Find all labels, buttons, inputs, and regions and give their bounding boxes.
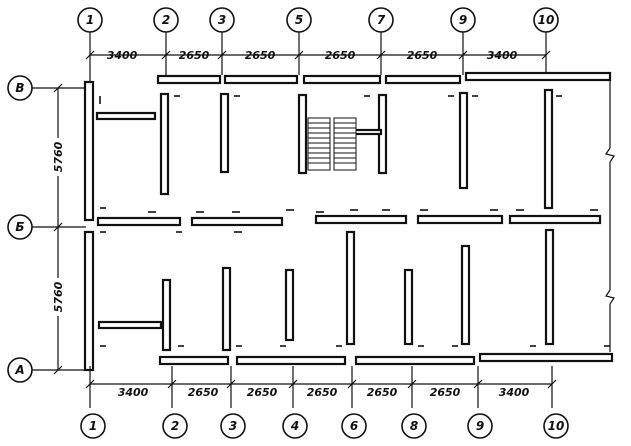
axis-label-top-7: 7: [377, 13, 386, 27]
top-dim-5: 2650: [407, 49, 438, 62]
axis-label-bottom-3: 3: [229, 419, 237, 433]
left-dim-lower: 5760: [52, 281, 65, 312]
top-dim-3: 2650: [245, 49, 276, 62]
axis-bubble-bottom-2: 2: [162, 413, 188, 439]
bottom-axis-markers: 1 2 3 4 6 8 9 10: [80, 413, 569, 439]
axis-bubble-bottom-3: 3: [220, 413, 246, 439]
row-label-v: В: [15, 81, 24, 95]
axis-bubble-top-5: 5: [286, 7, 312, 33]
bottom-dim-6: 2650: [430, 386, 461, 399]
bottom-dimension-line: 3400 2650 2650 2650 2650 2650 3400: [85, 366, 557, 408]
axis-bubble-top-10: 10: [533, 7, 559, 33]
left-dimension-line: 5760 5760: [51, 83, 65, 375]
row-bubble-a: А: [7, 357, 33, 383]
bottom-dim-3: 2650: [247, 386, 278, 399]
row-axis-markers: В Б А: [7, 75, 86, 383]
building-walls: [83, 71, 615, 372]
axis-bubble-top-2: 2: [153, 7, 179, 33]
axis-label-top-10: 10: [538, 13, 555, 27]
bottom-dim-2: 2650: [188, 386, 219, 399]
axis-label-bottom-9: 9: [476, 419, 484, 433]
axis-bubble-top-1: 1: [77, 7, 103, 33]
stair-treads: [307, 117, 357, 171]
top-dim-6: 3400: [487, 49, 518, 62]
bottom-dim-4: 2650: [307, 386, 338, 399]
row-bubble-b: Б: [7, 214, 33, 240]
left-dim-upper: 5760: [52, 141, 65, 172]
axis-label-top-2: 2: [162, 13, 170, 27]
axis-label-bottom-4: 4: [290, 419, 299, 433]
axis-bubble-bottom-4: 4: [282, 413, 308, 439]
row-label-b: Б: [15, 220, 24, 234]
axis-label-top-9: 9: [459, 13, 467, 27]
axis-bubble-bottom-10: 10: [543, 413, 569, 439]
axis-bubble-top-3: 3: [209, 7, 235, 33]
axis-label-bottom-1: 1: [89, 419, 97, 433]
axis-label-bottom-10: 10: [548, 419, 565, 433]
top-dim-2: 2650: [179, 49, 210, 62]
axis-bubble-bottom-8: 8: [401, 413, 427, 439]
axis-label-top-1: 1: [86, 13, 94, 27]
top-dim-4: 2650: [325, 49, 356, 62]
axis-bubble-bottom-1: 1: [80, 413, 106, 439]
row-bubble-v: В: [7, 75, 33, 101]
axis-label-bottom-8: 8: [410, 419, 418, 433]
top-dimension-line: 3400 2650 2650 2650 2650 3400: [85, 49, 551, 62]
bottom-dim-7: 3400: [499, 386, 530, 399]
bottom-dim-5: 2650: [367, 386, 398, 399]
axis-label-top-3: 3: [218, 13, 226, 27]
row-label-a: А: [14, 363, 24, 377]
axis-label-top-5: 5: [295, 13, 303, 27]
axis-bubble-top-9: 9: [450, 7, 476, 33]
bottom-dim-1: 3400: [118, 386, 149, 399]
axis-bubble-top-7: 7: [368, 7, 394, 33]
axis-bubble-bottom-6: 6: [341, 413, 367, 439]
top-axis-markers: 1 2 3 5 7 9 10: [77, 7, 559, 82]
opening-marks: [99, 95, 610, 347]
axis-label-bottom-6: 6: [350, 419, 358, 433]
top-dim-1: 3400: [107, 49, 138, 62]
axis-label-bottom-2: 2: [171, 419, 179, 433]
axis-bubble-bottom-9: 9: [467, 413, 493, 439]
